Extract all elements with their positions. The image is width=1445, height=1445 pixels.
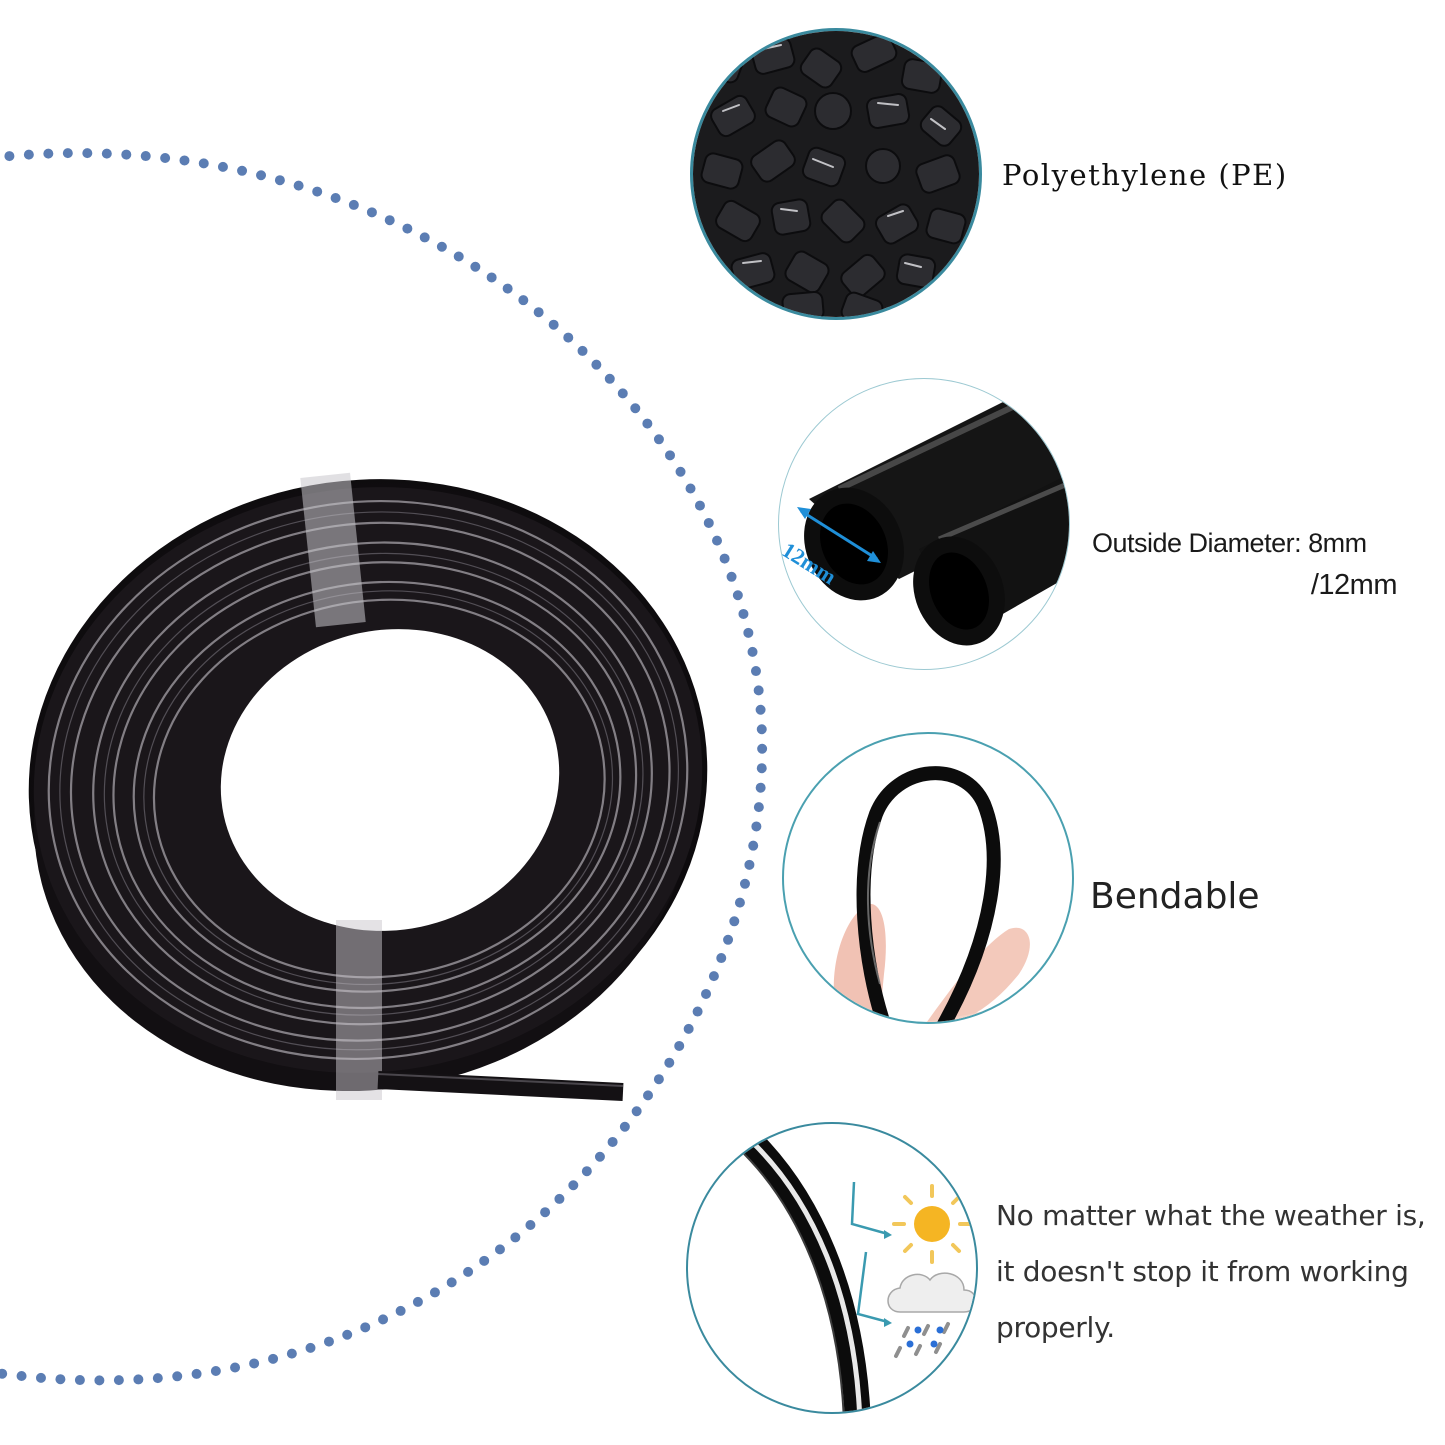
pellets-illustration bbox=[693, 31, 979, 317]
rain-cloud-icon bbox=[887, 1272, 976, 1358]
arrow-icon bbox=[850, 1181, 889, 1324]
product-coil-image bbox=[18, 450, 718, 1115]
tube-diameter-image: 12mm bbox=[778, 378, 1070, 670]
diameter-label: Outside Diameter: 8mm /12mm bbox=[1092, 528, 1398, 602]
weather-label: No matter what the weather is, it doesn'… bbox=[996, 1199, 1426, 1344]
weather-resistance-image bbox=[686, 1122, 978, 1414]
material-label: Polyethylene (PE) bbox=[1002, 158, 1288, 192]
diameter-label-line2: /12mm bbox=[1310, 569, 1398, 601]
weather-illustration bbox=[734, 1124, 976, 1412]
bendable-tube-image bbox=[782, 732, 1074, 1024]
dimension-arrow-icon bbox=[797, 507, 881, 563]
sun-icon bbox=[892, 1184, 972, 1264]
tube-coil-illustration bbox=[28, 472, 708, 1101]
bent-tube-illustration bbox=[833, 766, 1030, 1022]
bendable-label: Bendable bbox=[1090, 876, 1260, 917]
tubes-illustration bbox=[797, 399, 1069, 646]
material-pellets-image bbox=[690, 28, 982, 320]
diameter-label-line1: Outside Diameter: 8mm bbox=[1092, 528, 1367, 558]
